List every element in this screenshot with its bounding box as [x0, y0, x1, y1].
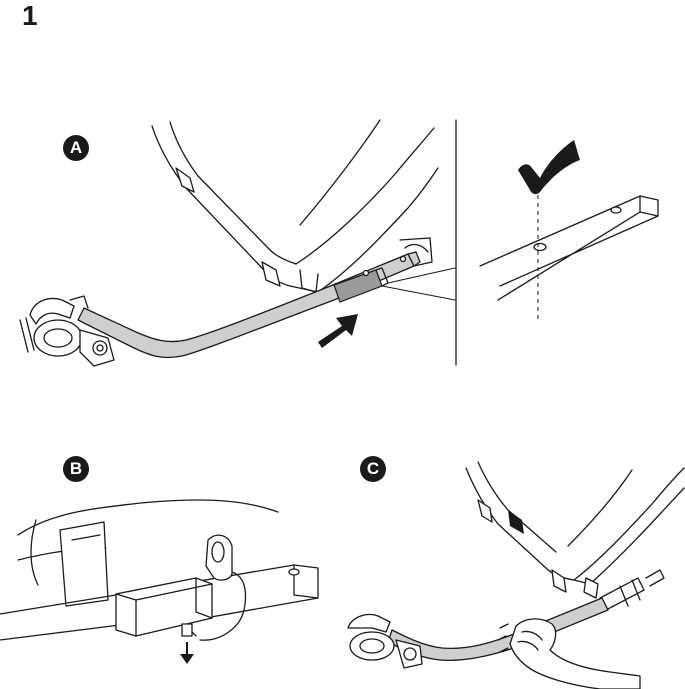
hand — [497, 618, 641, 689]
bike-clamp — [19, 295, 115, 367]
hole-alignment-detail — [479, 140, 659, 322]
panel-c-illustration — [347, 461, 685, 689]
step-number: 1 — [22, 0, 38, 31]
tow-arm — [77, 251, 421, 359]
check-mark-icon — [518, 140, 580, 195]
detail-connector — [381, 267, 456, 301]
trailer-body-c — [465, 461, 685, 599]
panel-a-badge: A — [63, 135, 89, 161]
panel-b-illustration — [0, 499, 319, 664]
down-arrow-icon — [180, 642, 194, 664]
push-arrow-icon — [318, 314, 358, 348]
trailer-body — [151, 119, 439, 293]
panel-a-illustration — [19, 119, 456, 367]
panel-b-badge: B — [63, 456, 89, 482]
panel-c-badge: C — [360, 456, 386, 482]
